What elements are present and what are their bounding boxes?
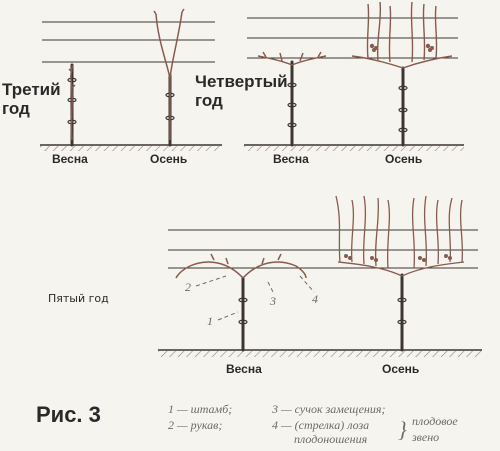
legend-item-4-line2: плодоношения [294,432,368,446]
label-fourth-year-2: год [195,91,223,110]
ground-third-fourth-left [40,144,222,151]
label-autumn-fourth: Осень [385,152,423,166]
vine-fourth-autumn [351,1,453,69]
callout-4: 4 [312,292,318,306]
vine-fifth-autumn [335,195,465,277]
label-spring-fourth: Весна [273,152,309,166]
legend-item-2: 2 — рукав; [168,418,223,432]
legend-item-3: 3 — сучок замещения; [272,402,386,416]
label-third-year-1: Третий [2,80,61,99]
grapes-fourth-autumn [369,43,434,52]
label-third-year-2: год [2,99,30,118]
trellis-wires-fourth-year [247,17,458,59]
callout-leaders [195,275,315,321]
label-spring-fifth: Весна [226,362,262,376]
stake-ties [67,77,408,325]
label-fourth-year-1: Четвертый [195,72,288,91]
legend-item-4-line1: 4 — (стрелка) лоза [272,418,370,432]
legend-bracket: } [398,417,407,442]
ground-fourth-right [244,144,464,151]
label-spring-third: Весна [52,152,88,166]
legend-fruit-unit-line2: звено [412,430,440,444]
label-autumn-fifth: Осень [382,362,420,376]
figure-label: Рис. 3 [36,402,101,427]
vine-third-autumn [153,8,185,140]
label-fifth-year: Пятый год [48,292,109,305]
legend-item-1: 1 — штамб; [168,402,233,416]
callout-2: 2 [185,280,191,294]
trellis-wires-third-year [42,21,215,63]
grapes-fifth-autumn [344,254,452,262]
callout-3: 3 [270,294,276,308]
vine-fourth-spring [257,51,327,66]
vine-third-spring [68,64,76,141]
callout-1: 1 [207,314,213,328]
legend-fruit-unit-line1: плодовое [412,414,458,428]
label-autumn-third: Осень [150,152,188,166]
vine-fifth-spring [175,253,307,279]
ground-fifth-year [158,349,482,357]
